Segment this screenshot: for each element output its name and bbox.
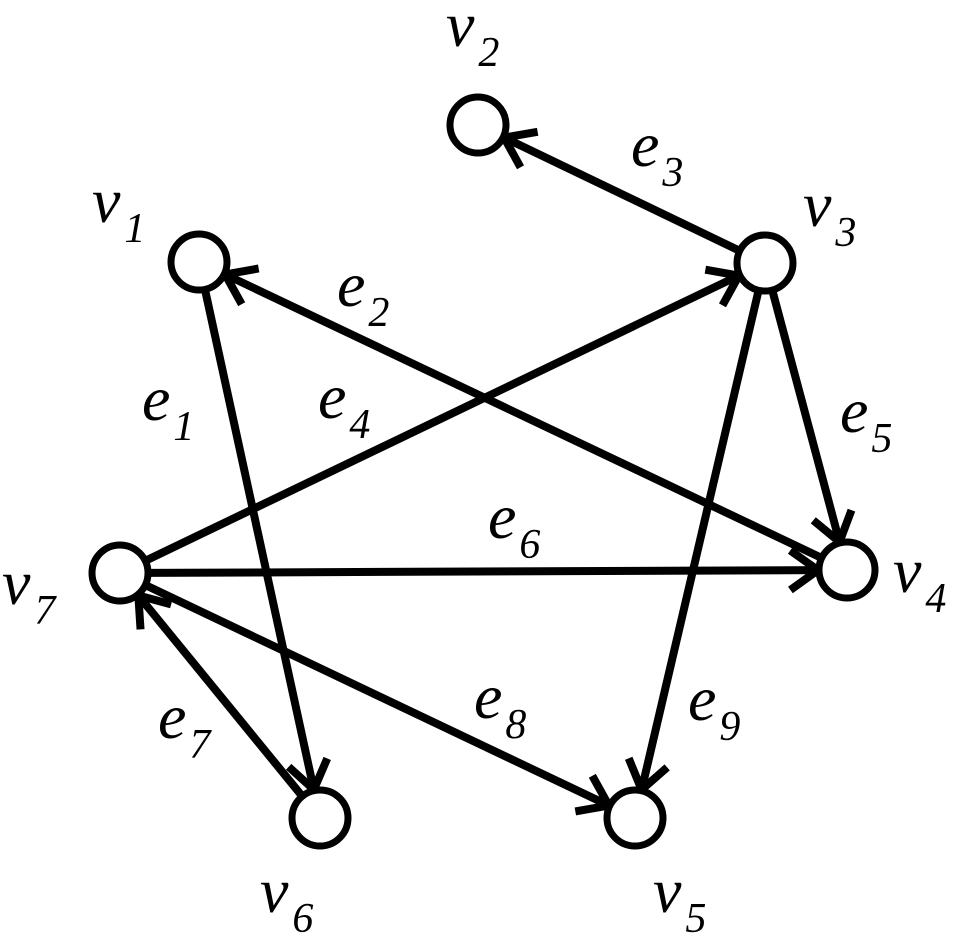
edge-label-letter: e [488,481,516,552]
edge-label-e4: e4 [318,361,370,448]
edge-label-subscript: 9 [719,704,740,750]
node-label-subscript: 7 [34,588,57,634]
edge-label-e8: e8 [474,661,526,748]
node-v3 [733,231,797,295]
edge-label-subscript: 6 [519,522,540,568]
node-label-v6: v6 [260,855,313,936]
node-label-v1: v1 [92,165,145,252]
edge-e7-line [135,592,306,799]
node-v6 [288,786,352,850]
edge-e3 [497,127,742,255]
edge-e6 [147,547,825,594]
edge-e5-line [768,289,844,544]
edge-label-subscript: 5 [871,416,892,462]
edge-label-subscript: 4 [349,402,370,448]
edge-label-e9: e9 [688,663,740,750]
edge-label-letter: e [142,363,170,434]
nodes-layer [88,93,879,850]
edge-e1-line [201,288,318,791]
edge-label-letter: e [158,681,186,752]
edge-e2-line [223,270,824,562]
node-label-letter: v [893,535,922,606]
node-label-letter: v [2,547,31,618]
edge-label-letter: e [840,375,868,446]
edge-label-subscript: 8 [505,702,526,748]
node-label-v5: v5 [653,855,706,936]
edge-label-letter: e [474,661,502,732]
edge-label-e3: e3 [631,109,683,196]
node-label-subscript: 5 [685,896,706,936]
node-v4 [815,538,879,602]
edge-label-letter: e [631,109,659,180]
edge-e3-line [502,133,742,255]
node-label-subscript: 2 [478,30,499,76]
node-v5 [603,786,667,850]
node-label-letter: v [653,855,682,926]
edge-e1 [201,288,331,797]
edge-label-letter: e [318,361,346,432]
node-label-letter: v [446,0,475,60]
node-v1 [167,230,231,294]
edge-label-subscript: 1 [173,404,194,450]
edge-e6-line [147,566,819,577]
edges-layer [133,127,856,816]
node-label-v7: v7 [2,547,57,634]
node-v7 [88,541,152,605]
node-label-subscript: 6 [292,896,313,936]
node-label-letter: v [803,169,832,240]
node-label-subscript: 4 [925,576,946,622]
node-v2 [446,93,510,157]
node-label-letter: v [92,165,121,236]
edge-label-e2: e2 [337,249,389,336]
edge-label-letter: e [688,663,716,734]
node-label-subscript: 3 [834,210,856,256]
edge-label-subscript: 7 [189,722,212,768]
edge-label-letter: e [337,249,365,320]
edge-label-e1: e1 [142,363,194,450]
edge-label-e6: e6 [488,481,540,568]
edge-label-subscript: 3 [661,150,683,196]
node-label-subscript: 1 [124,206,145,252]
node-label-v2: v2 [446,0,499,76]
node-label-letter: v [260,855,289,926]
edge-e4-line [143,271,741,565]
edge-label-e7: e7 [158,681,212,768]
edge-label-e5: e5 [840,375,892,462]
edge-label-subscript: 2 [368,290,389,336]
edge-e8 [143,581,616,816]
edge-e8-line [143,581,611,810]
node-label-v3: v3 [803,169,856,256]
edge-e9-line [637,289,763,791]
node-label-v4: v4 [893,535,946,622]
